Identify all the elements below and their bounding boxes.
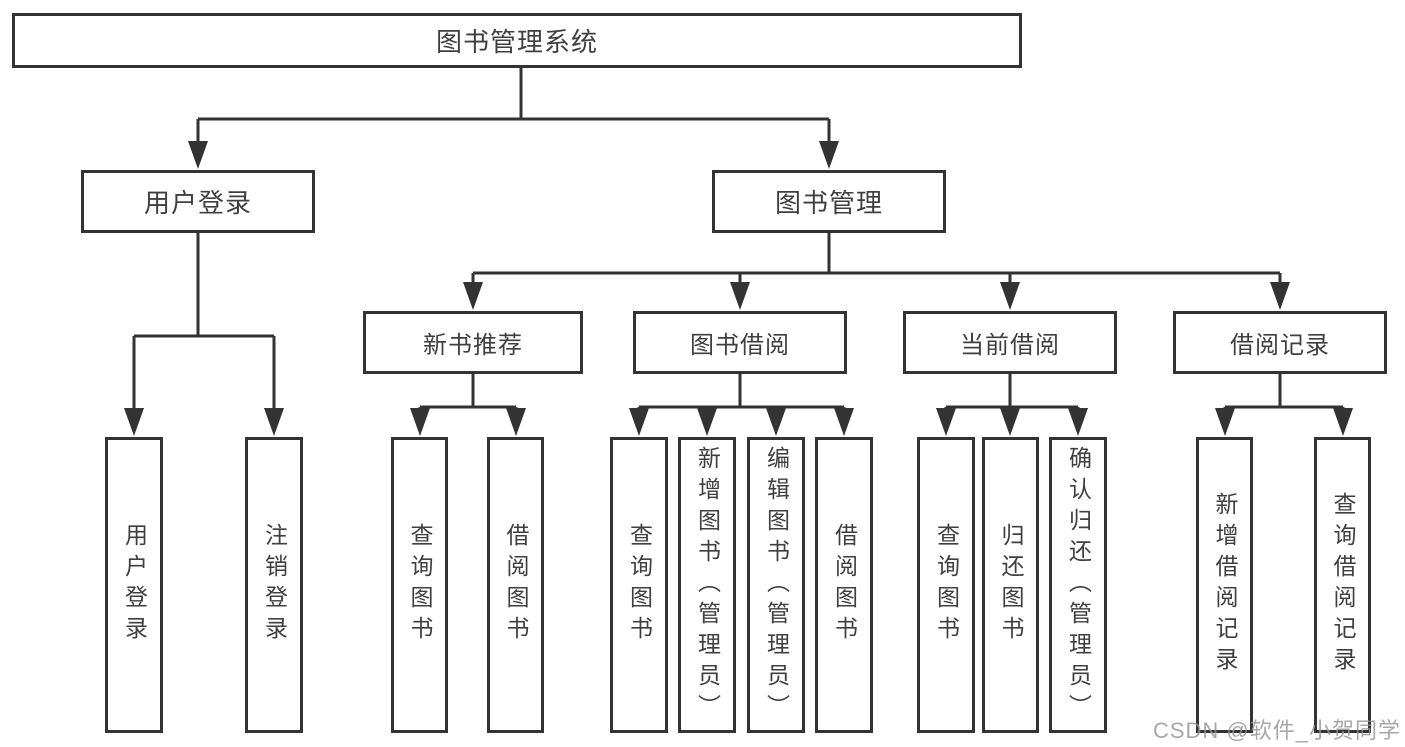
- arrowhead: [629, 408, 649, 436]
- node-library-system-label: 图书管理系统: [435, 27, 598, 57]
- arrowhead: [936, 408, 956, 436]
- node-current-borrowing: 当前借阅: [903, 311, 1117, 374]
- arrowhead: [506, 408, 526, 436]
- leaf-add-book-admin: 新增图书（管理员）: [678, 437, 736, 733]
- leaf-user-login: 用户登录: [105, 437, 163, 733]
- leaf-query-books-borrowing: 查询图书: [610, 437, 668, 733]
- node-book-borrowing-label: 图书借阅: [690, 332, 790, 359]
- arrowhead: [1333, 408, 1353, 436]
- edge-root-to-level2: [196, 68, 831, 148]
- edge-newbookrec-to-leaves: [418, 374, 518, 413]
- node-book-management: 图书管理: [712, 170, 946, 233]
- edge-borrowrecords-to-leaves: [1223, 374, 1345, 413]
- arrowhead: [730, 282, 750, 310]
- leaf-edit-book-admin: 编辑图书（管理员）: [747, 437, 805, 733]
- leaf-borrow-books-recommend-label: 借阅图书: [503, 523, 529, 647]
- leaf-query-borrow-record-label: 查询借阅记录: [1330, 492, 1356, 678]
- leaf-query-books-recommend-label: 查询图书: [407, 523, 433, 647]
- arrowhead: [463, 282, 483, 310]
- arrowhead: [410, 408, 430, 436]
- leaf-query-books-current-label: 查询图书: [933, 523, 960, 647]
- node-borrowing-records-label: 借阅记录: [1230, 332, 1330, 359]
- arrowhead: [1000, 282, 1020, 310]
- arrowhead: [1270, 282, 1290, 310]
- leaf-query-books-borrowing-label: 查询图书: [626, 523, 653, 647]
- edge-currentborrow-to-leaves: [944, 374, 1080, 413]
- leaf-edit-book-admin-label: 编辑图书（管理员）: [763, 445, 790, 725]
- node-borrowing-records: 借阅记录: [1173, 311, 1387, 374]
- arrowhead: [264, 408, 284, 436]
- leaf-logout-label: 注销登录: [261, 523, 288, 647]
- leaf-confirm-return-admin-label: 确认归还（管理员）: [1065, 445, 1092, 725]
- node-user-login: 用户登录: [81, 170, 315, 233]
- arrowhead: [766, 408, 786, 436]
- leaf-return-book-label: 归还图书: [998, 523, 1024, 647]
- edge-bookmgmt-to-level3: [471, 233, 1282, 287]
- leaf-user-login-label: 用户登录: [121, 523, 148, 647]
- arrowhead: [124, 408, 144, 436]
- node-book-borrowing: 图书借阅: [633, 311, 847, 374]
- leaf-logout: 注销登录: [245, 437, 303, 733]
- leaf-query-books-recommend: 查询图书: [391, 437, 448, 733]
- node-new-book-recommend: 新书推荐: [363, 311, 583, 374]
- arrowhead: [188, 141, 208, 169]
- leaf-return-book: 归还图书: [982, 437, 1039, 733]
- csdn-watermark: CSDN @软件_小贺同学: [1152, 718, 1401, 743]
- leaf-add-book-admin-label: 新增图书（管理员）: [694, 445, 721, 725]
- arrowhead: [819, 141, 839, 169]
- node-user-login-label: 用户登录: [143, 188, 252, 218]
- leaf-add-borrow-record: 新增借阅记录: [1196, 437, 1253, 733]
- leaf-borrow-books-borrowing: 借阅图书: [815, 437, 873, 733]
- arrowhead: [1068, 408, 1088, 436]
- node-current-borrowing-label: 当前借阅: [960, 332, 1060, 359]
- node-book-management-label: 图书管理: [774, 188, 883, 218]
- leaf-borrow-books-recommend: 借阅图书: [487, 437, 544, 733]
- edge-bookborrow-to-leaves: [637, 374, 846, 413]
- arrowhead: [697, 408, 717, 436]
- arrowhead: [834, 408, 854, 436]
- leaf-add-borrow-record-label: 新增借阅记录: [1212, 492, 1238, 678]
- edge-userlogin-to-leaves: [132, 233, 276, 414]
- node-library-system: 图书管理系统: [12, 13, 1022, 68]
- node-new-book-recommend-label: 新书推荐: [423, 332, 523, 359]
- arrowhead: [1000, 408, 1020, 436]
- leaf-confirm-return-admin: 确认归还（管理员）: [1049, 437, 1107, 733]
- leaf-query-books-current: 查询图书: [917, 437, 975, 733]
- arrowhead: [1215, 408, 1235, 436]
- leaf-borrow-books-borrowing-label: 借阅图书: [831, 523, 858, 647]
- leaf-query-borrow-record: 查询借阅记录: [1314, 437, 1371, 733]
